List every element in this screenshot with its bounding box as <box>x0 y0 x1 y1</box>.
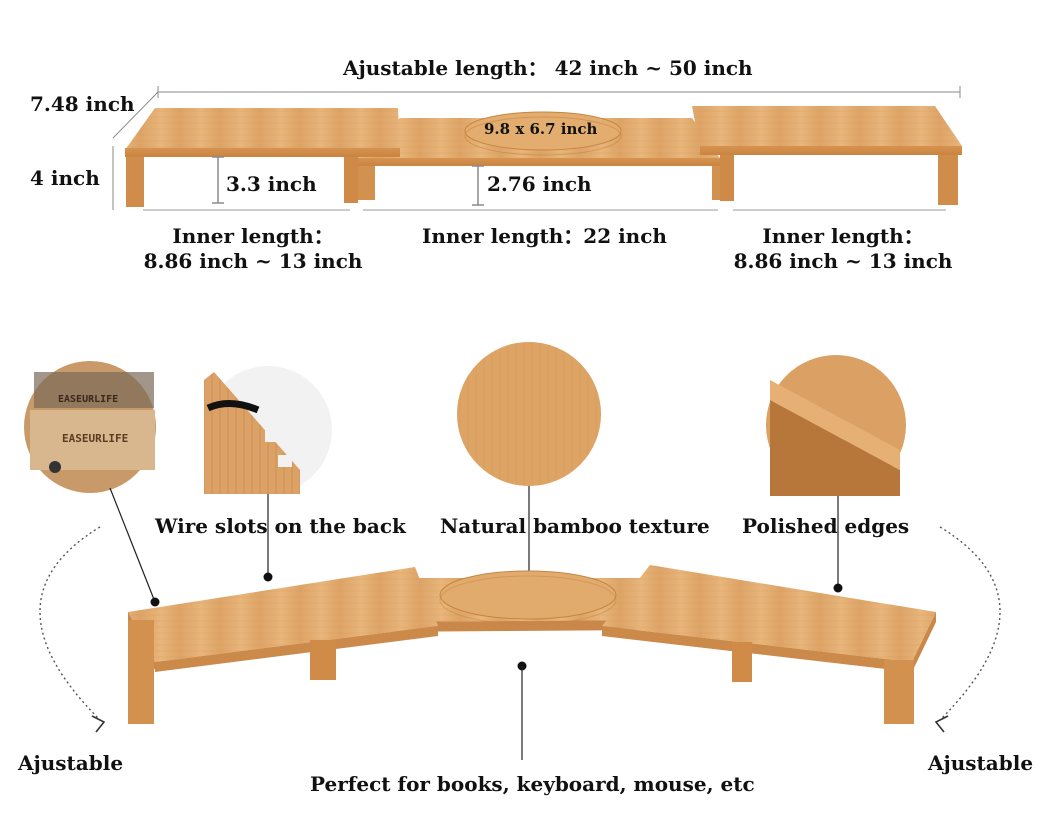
center-clearance-label: 2.76 inch <box>487 172 592 196</box>
wire-slots-label: Wire slots on the back <box>155 514 406 538</box>
adjustable-right-label: Ajustable <box>928 751 1034 775</box>
top-stand-diagram <box>112 86 962 211</box>
left-inner-length: Inner length： 8.86 inch ~ 13 inch <box>138 220 368 273</box>
bamboo-texture-label: Natural bamboo texture <box>440 514 710 538</box>
center-inner-length: Inner length：22 inch <box>422 224 667 248</box>
perfect-for-label: Perfect for books, keyboard, mouse, etc <box>310 772 755 796</box>
platform-size-label: 9.8 x 6.7 inch <box>484 120 598 138</box>
left-clearance-label: 3.3 inch <box>226 172 317 196</box>
right-inner-title: Inner length： <box>762 224 924 248</box>
bottom-stand <box>128 565 936 724</box>
left-inner-value: 8.86 inch ~ 13 inch <box>143 249 363 273</box>
adjustable-length-label: Ajustable length： 42 inch ~ 50 inch <box>343 56 753 80</box>
height-label: 4 inch <box>30 166 100 190</box>
polished-edges-label: Polished edges <box>742 514 910 538</box>
right-inner-length: Inner length： 8.86 inch ~ 13 inch <box>728 220 958 273</box>
brand-engraving-2: EASEURLIFE <box>62 432 129 445</box>
adjustable-left-label: Ajustable <box>18 751 124 775</box>
arrow-curve-left-icon <box>39 526 106 733</box>
wire-slots-detail-circle <box>204 366 332 494</box>
brand-engraving-1: EASEURLIFE <box>58 394 119 405</box>
right-inner-value: 8.86 inch ~ 13 inch <box>733 249 953 273</box>
bamboo-texture-detail-circle <box>457 342 601 486</box>
polished-edges-detail-circle <box>766 355 906 496</box>
depth-label: 7.48 inch <box>30 92 135 116</box>
arrow-curve-right-icon <box>934 526 1001 733</box>
brand-detail-circle <box>24 361 156 493</box>
left-inner-title: Inner length： <box>172 224 334 248</box>
